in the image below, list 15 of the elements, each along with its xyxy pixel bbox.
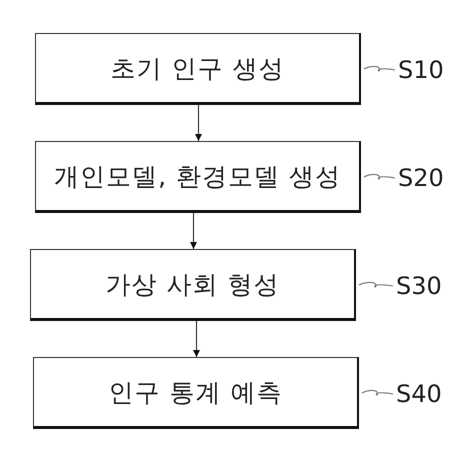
step-label: S30 (396, 274, 442, 298)
arrow (193, 321, 200, 357)
step-label: S20 (398, 166, 444, 190)
process-box: 초기 인구 생성 (35, 33, 361, 105)
leader-line (364, 66, 396, 72)
process-box: 인구 통계 예측 (33, 357, 359, 429)
step-label: S10 (398, 58, 444, 82)
leader-line (364, 174, 396, 180)
step-label: S40 (396, 382, 442, 406)
arrow (190, 213, 197, 249)
arrow (195, 105, 202, 141)
process-box: 개인모델, 환경모델 생성 (35, 141, 361, 213)
leader-line (358, 282, 394, 288)
process-box: 가상 사회 형성 (30, 249, 356, 321)
leader-line (362, 390, 394, 396)
